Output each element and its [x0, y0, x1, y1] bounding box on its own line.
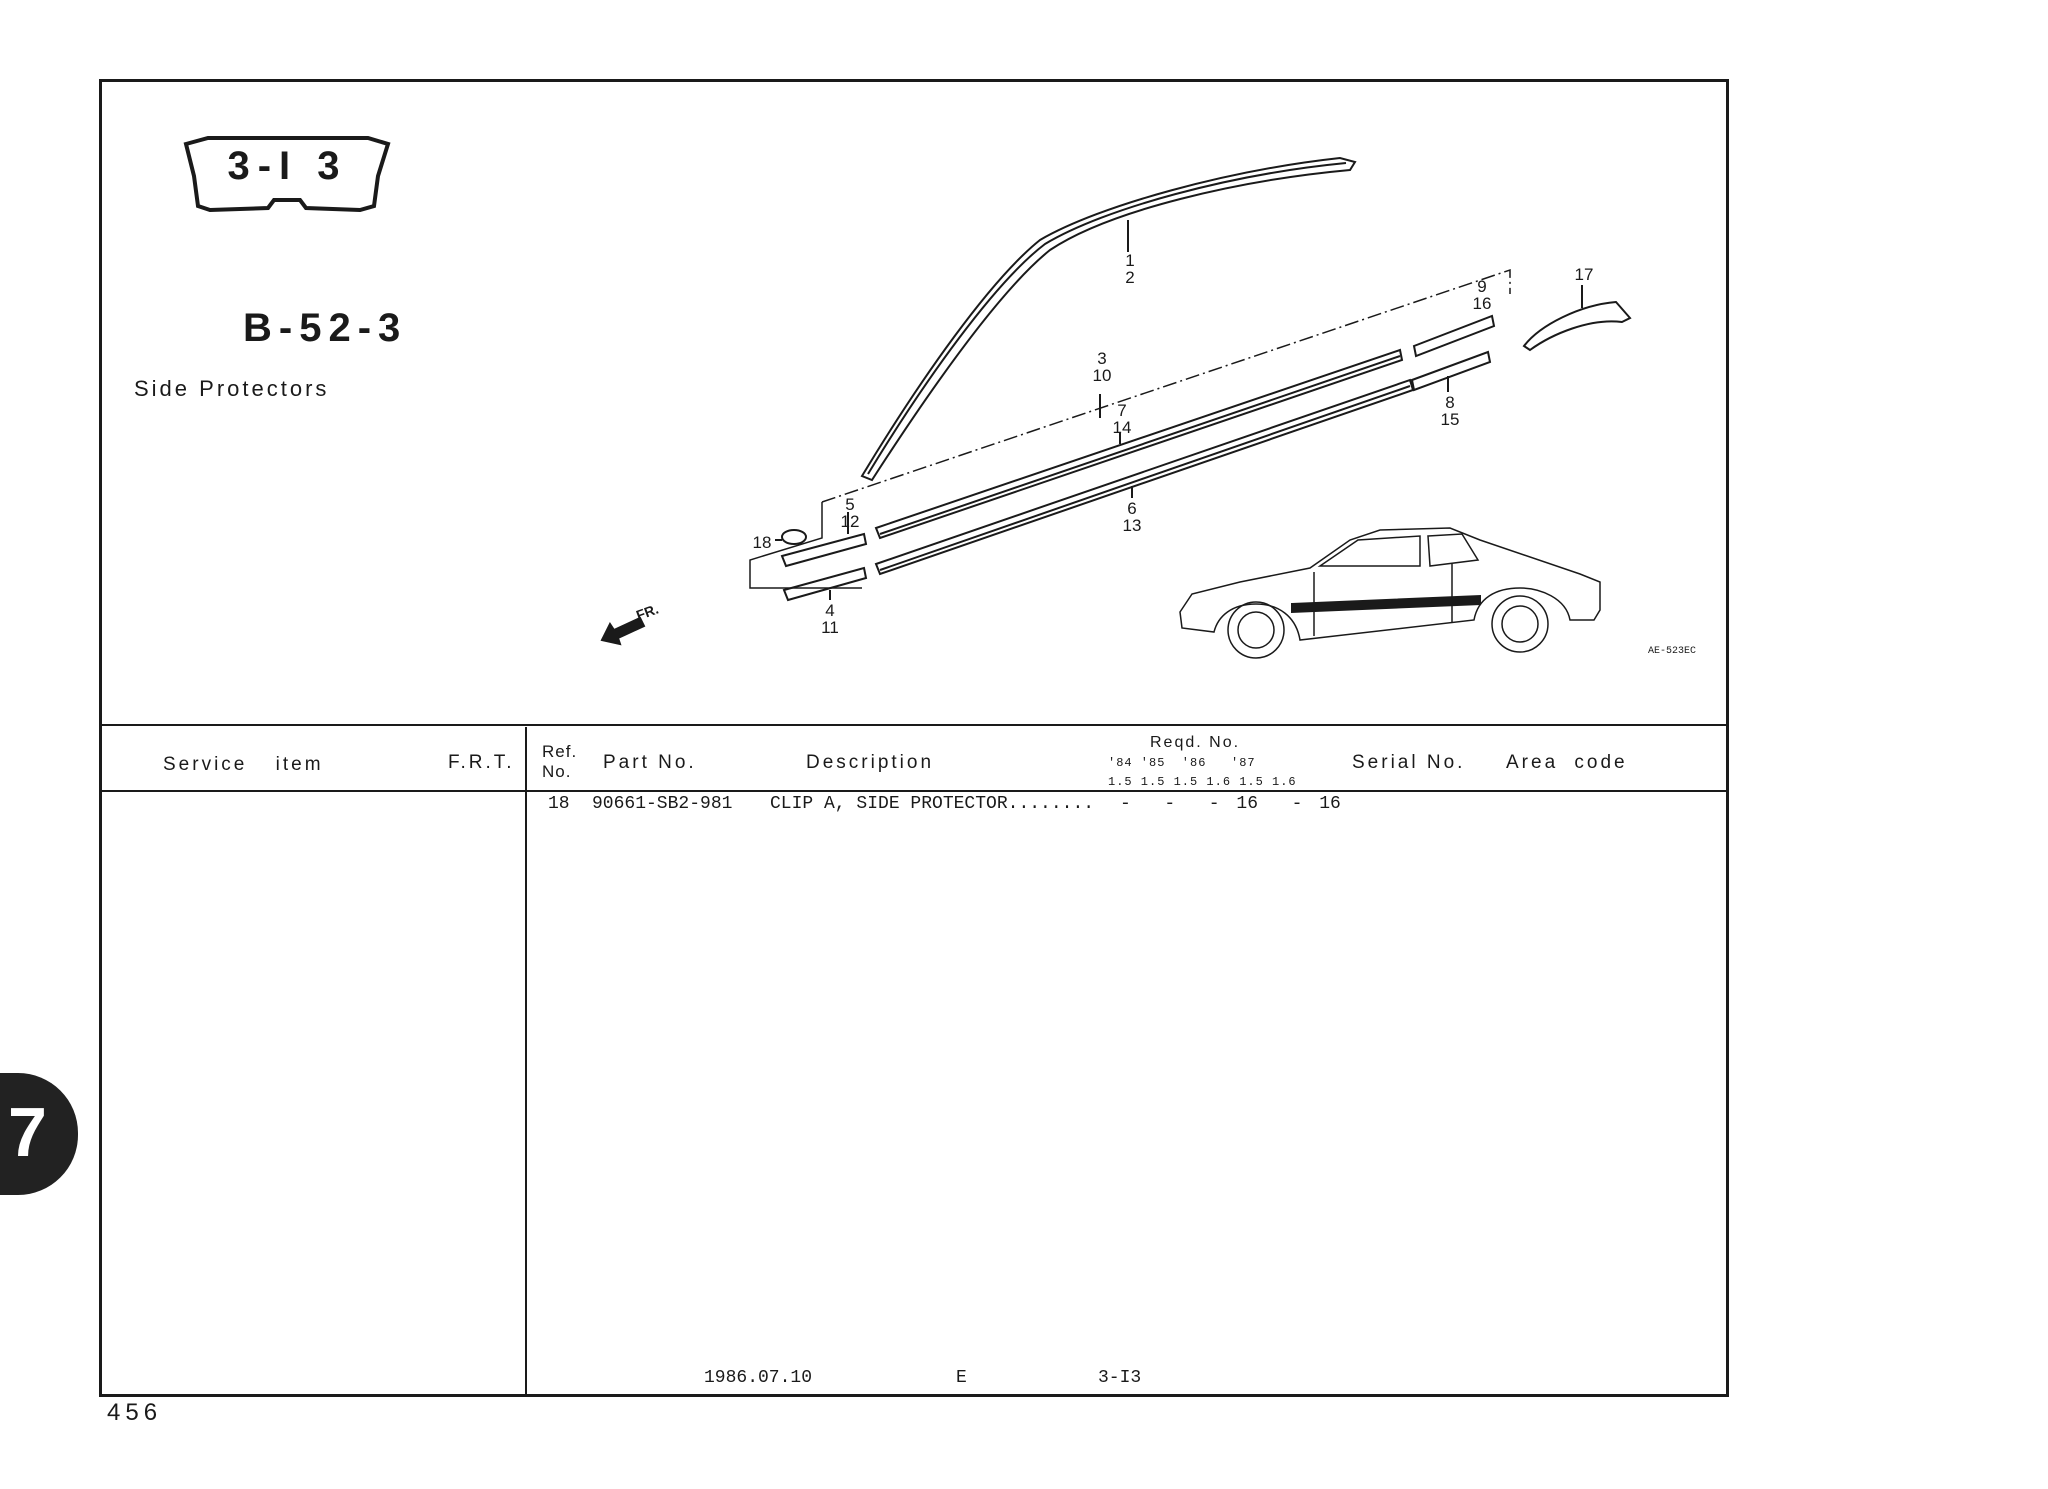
callout-4-11: 4 11 [821, 601, 839, 637]
footer-code: 3-I3 [1098, 1368, 1142, 1388]
header-area-code: Area code [1506, 752, 1628, 773]
roof-molding [860, 156, 1357, 482]
protector-lower [874, 378, 1415, 576]
protector-upper [874, 348, 1404, 540]
callout-3-10: 3 10 [1092, 349, 1112, 385]
fender-molding [1522, 300, 1632, 352]
page-number: 456 [107, 1399, 163, 1426]
table-column-divider [525, 727, 527, 1397]
figure-title: Side Protectors [134, 376, 330, 401]
page-frame [99, 79, 1729, 1397]
table-top-divider [99, 724, 1729, 726]
callout-17: 17 [1574, 265, 1594, 284]
protector-front-lower [782, 566, 868, 602]
footer-edition: E [956, 1368, 967, 1388]
header-reqd-no: Reqd. No. [1150, 734, 1241, 751]
protector-rear-lower [1410, 350, 1492, 392]
header-description: Description [806, 752, 935, 773]
table-header-divider [99, 790, 1729, 792]
front-direction-arrow [600, 616, 646, 646]
header-model-years: '84 '85 '86 '87 [1108, 756, 1256, 770]
section-badge-shape [183, 136, 391, 212]
callout-6-13: 6 13 [1122, 499, 1142, 535]
callout-9-16: 9 16 [1472, 277, 1492, 313]
row-reqd-qty: - - - 16 - 16 [1120, 794, 1341, 814]
callout-18: 18 [752, 533, 772, 552]
car-silhouette [1179, 527, 1601, 641]
assembly-guideline [821, 268, 1511, 503]
header-part-no: Part No. [603, 752, 697, 773]
callout-8-15: 8 15 [1440, 393, 1460, 429]
roof-molding-inner [867, 162, 1347, 475]
protector-rear-upper [1412, 314, 1496, 358]
callout-5-12: 5 12 [840, 495, 860, 531]
header-service-item: Service item [163, 754, 324, 775]
illustration-code: AE-523EC [1648, 646, 1697, 657]
callout-7-14: 7 14 [1112, 401, 1132, 437]
row-part-no: 90661-SB2-981 [592, 794, 733, 814]
figure-number: B-52-3 [243, 306, 408, 350]
clip-18 [781, 529, 807, 545]
callout-1-2: 1 2 [1125, 251, 1135, 287]
header-frt: F.R.T. [448, 752, 515, 773]
header-ref-no: Ref. No. [542, 742, 578, 781]
row-description: CLIP A, SIDE PROTECTOR........ [770, 794, 1095, 814]
footer-date: 1986.07.10 [704, 1368, 813, 1388]
section-badge: 3-I 3 [227, 144, 348, 188]
header-serial-no: Serial No. [1352, 752, 1466, 773]
protector-front-upper [780, 532, 868, 568]
section-tab-number: 7 [8, 1093, 47, 1171]
row-ref-no: 18 [548, 794, 570, 814]
header-engine-sizes: 1.5 1.5 1.5 1.6 1.5 1.6 [1108, 775, 1297, 789]
